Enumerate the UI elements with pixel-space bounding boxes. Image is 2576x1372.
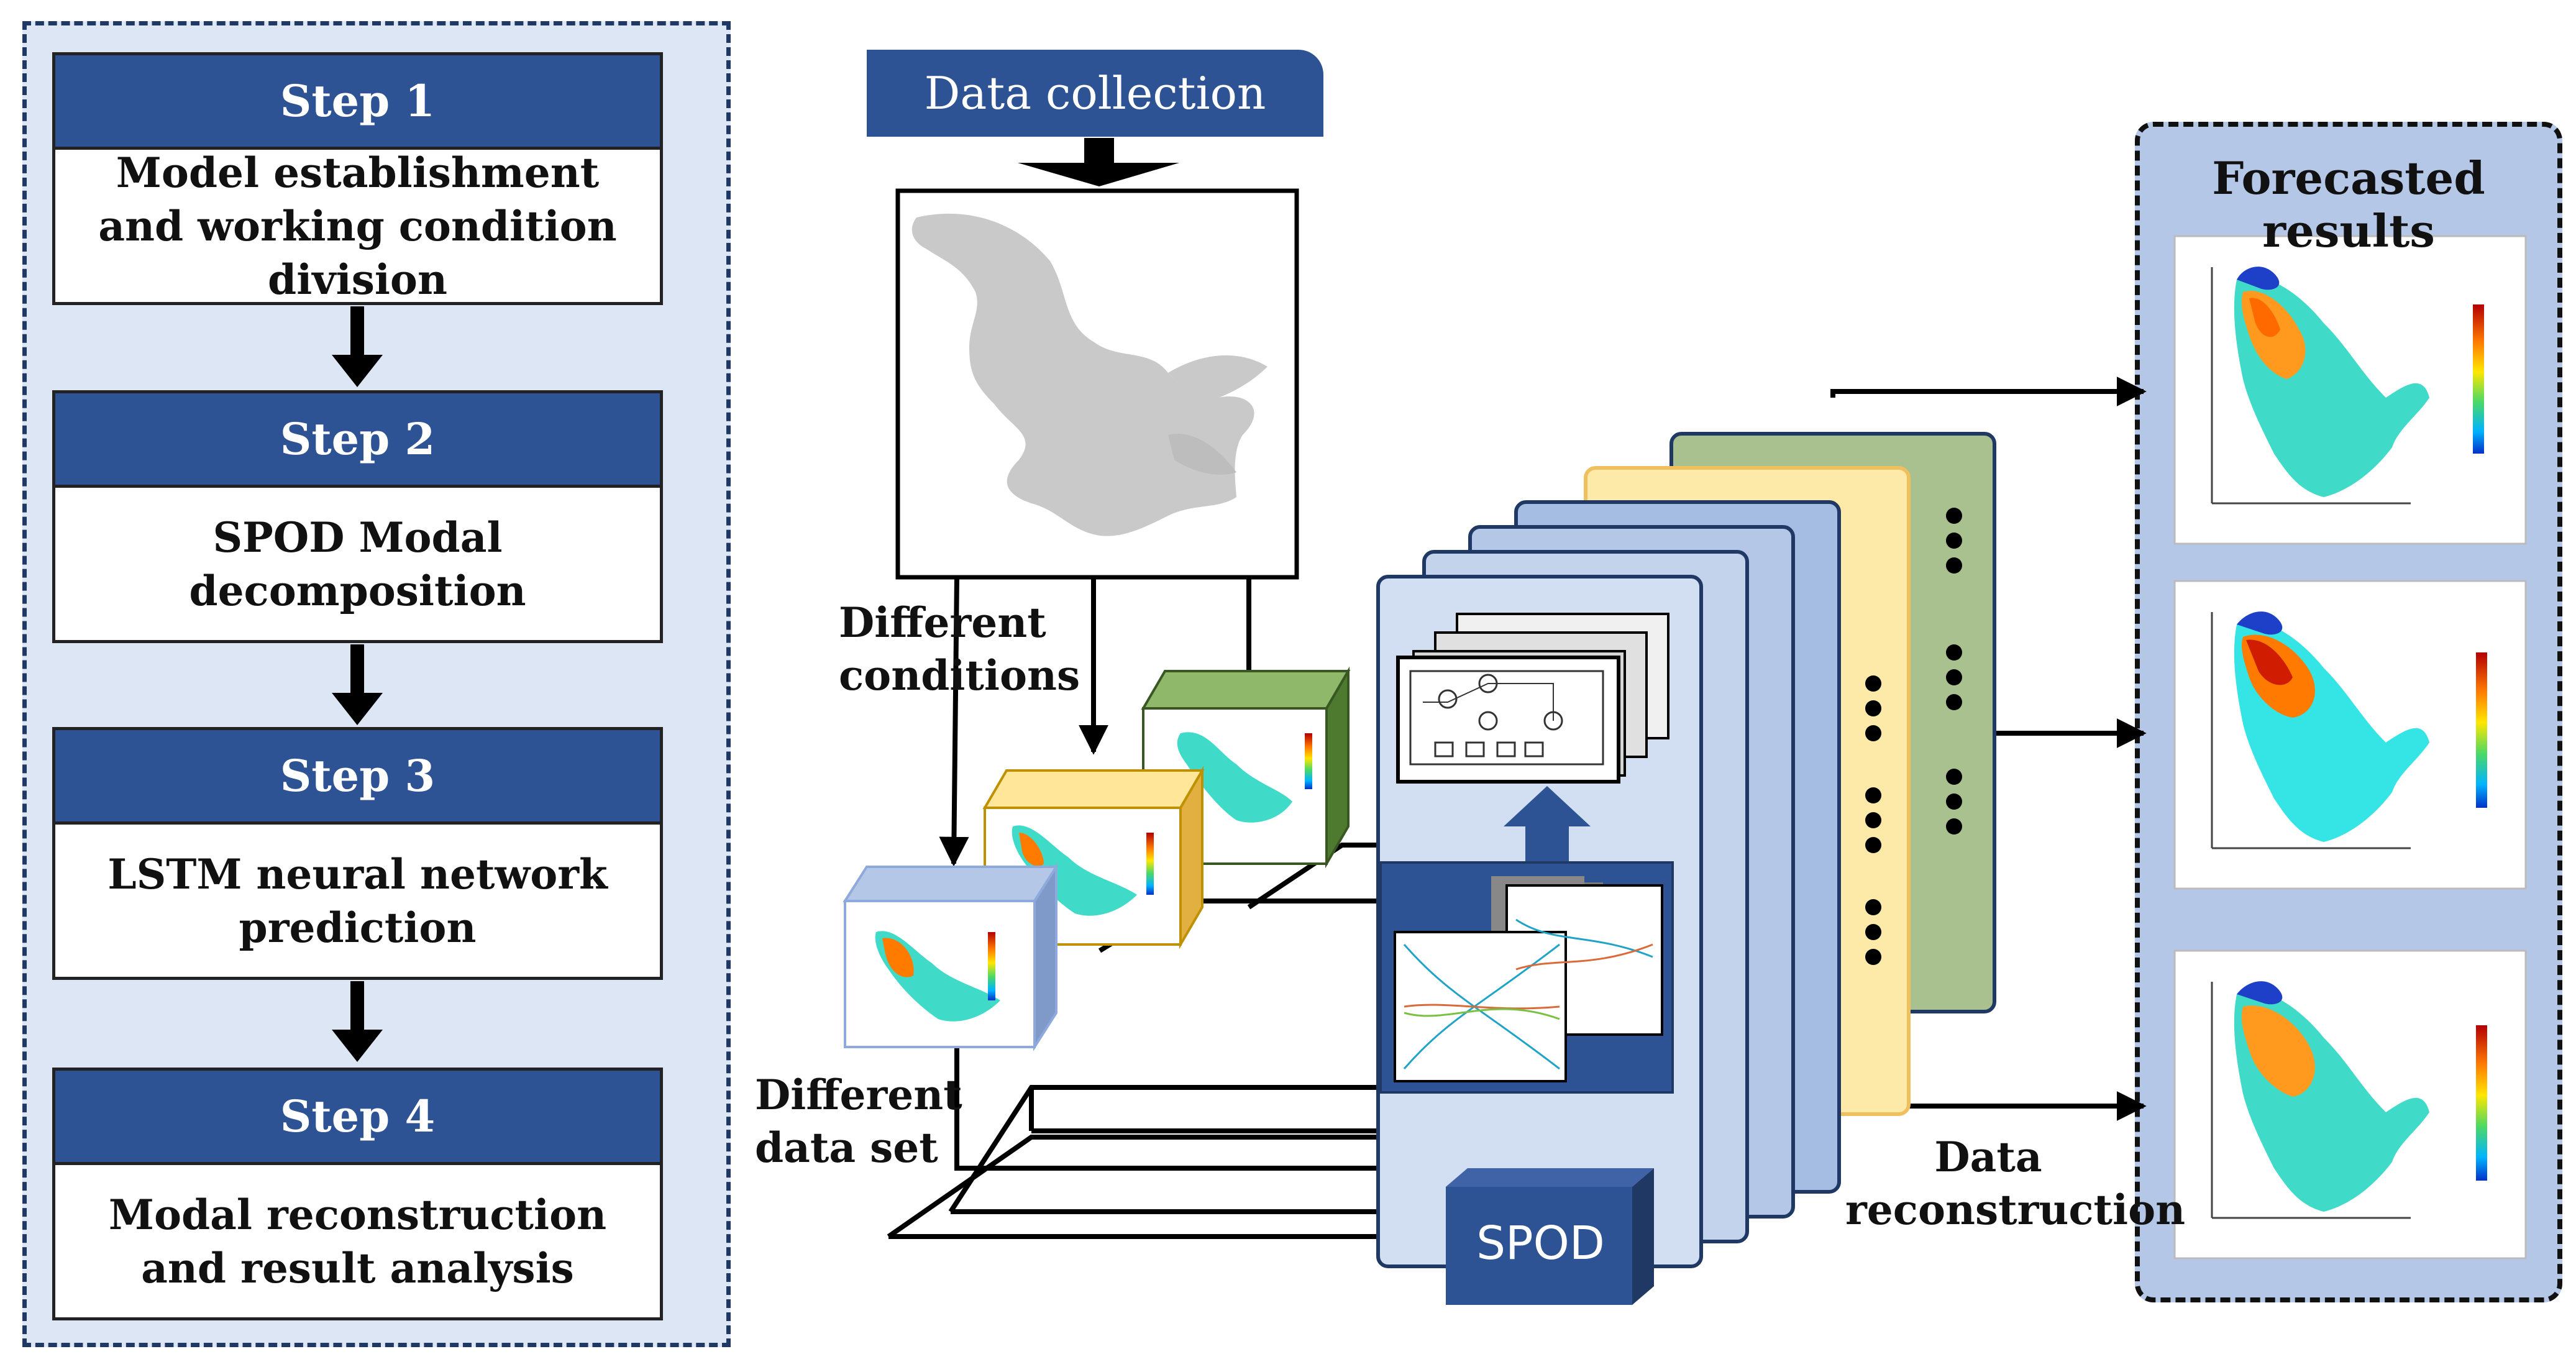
step-2-title: Step 2 bbox=[55, 393, 660, 488]
step-1-description: Model establishment and working conditio… bbox=[98, 148, 617, 304]
condition-cube-blue bbox=[843, 862, 1059, 1051]
step-1-box: Step 1 Model establishment and working c… bbox=[52, 52, 663, 305]
step-4-title: Step 4 bbox=[55, 1071, 660, 1165]
step-1-title: Step 1 bbox=[55, 55, 660, 150]
step-3-box: Step 3 LSTM neural network prediction bbox=[52, 727, 663, 980]
step-2-description: SPOD Modal decomposition bbox=[189, 513, 526, 615]
forecast-image-3 bbox=[2173, 949, 2527, 1260]
step-4-description: Modal reconstruction and result analysis bbox=[108, 1190, 607, 1292]
different-conditions-label: Different conditions bbox=[839, 598, 1080, 700]
step-3-description: LSTM neural network prediction bbox=[107, 849, 608, 952]
mesh-frame bbox=[895, 188, 1299, 580]
spod-block bbox=[1446, 1168, 1654, 1305]
data-collection-label: Data collection bbox=[867, 50, 1323, 137]
collection-arrow bbox=[1018, 138, 1179, 186]
forecasted-results-title: Forecasted results bbox=[2212, 152, 2485, 257]
step-arrow-3 bbox=[332, 981, 383, 1062]
step-arrow-2 bbox=[332, 644, 383, 725]
forecast-image-1 bbox=[2173, 235, 2527, 545]
forecast-image-2 bbox=[2173, 580, 2527, 890]
step-2-box: Step 2 SPOD Modal decomposition bbox=[52, 390, 663, 643]
lstm-up-arrow bbox=[1504, 786, 1591, 864]
ellipsis-dots bbox=[1865, 508, 1962, 965]
step-4-box: Step 4 Modal reconstruction and result a… bbox=[52, 1068, 663, 1320]
spod-modes-block bbox=[1379, 861, 1674, 1094]
step-arrow-1 bbox=[332, 306, 383, 387]
step-3-title: Step 3 bbox=[55, 730, 660, 825]
spod-label: SPOD bbox=[1476, 1217, 1605, 1270]
different-data-set-label: Different data set bbox=[755, 1071, 962, 1172]
data-reconstruction-label: Data reconstruction bbox=[1845, 1133, 2186, 1234]
lstm-stack bbox=[1396, 613, 1669, 784]
